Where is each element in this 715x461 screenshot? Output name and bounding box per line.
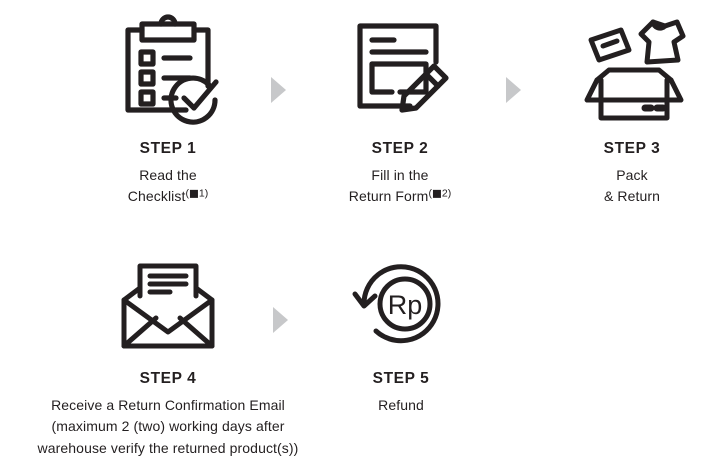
step-desc-line: Refund <box>378 397 424 414</box>
step-desc-line: Receive a Return Confirmation Email <box>51 397 285 414</box>
step-description: Pack & Return <box>604 165 660 208</box>
step-desc-line: Pack <box>616 167 648 184</box>
step-description: Read the Checklist(■1) <box>128 165 208 208</box>
step-title: STEP 4 <box>139 370 197 387</box>
clipboard-checklist-icon <box>116 6 220 126</box>
step-2: STEP 2 Fill in the Return Form(■2) <box>300 6 500 208</box>
step-desc-line: Fill in the <box>371 167 429 184</box>
step-desc-line: Read the <box>139 167 197 184</box>
step-1: STEP 1 Read the Checklist(■1) <box>68 6 268 208</box>
footnote-number: 2 <box>441 187 448 200</box>
arrow-step1-to-step2 <box>271 77 286 103</box>
footnote-marker: (■2) <box>428 187 452 200</box>
step-title: STEP 3 <box>603 140 661 157</box>
step-title: STEP 5 <box>372 370 430 387</box>
step-desc-line: (maximum 2 (two) working days after <box>51 418 285 435</box>
footnote-marker: (■1) <box>185 187 209 200</box>
footnote-number: 1 <box>198 187 205 200</box>
step-description: Refund <box>378 395 424 416</box>
open-envelope-letter-icon <box>118 236 218 356</box>
step-title: STEP 1 <box>139 140 197 157</box>
step-desc-line: Return Form(■2) <box>349 186 451 207</box>
step-desc-text: Return Form <box>348 188 429 205</box>
step-desc-line: warehouse verify the returned product(s)… <box>37 439 299 456</box>
step-desc-line: & Return <box>603 188 661 205</box>
footnote-box-glyph: ■ <box>188 187 199 200</box>
step-5: Rp STEP 5 Refund <box>301 236 501 416</box>
open-box-tshirt-icon <box>579 6 686 126</box>
footnote-box-glyph: ■ <box>431 187 442 200</box>
form-pencil-icon <box>348 6 452 126</box>
step-desc-line: Checklist(■1) <box>128 186 208 207</box>
step-3: STEP 3 Pack & Return <box>532 6 715 208</box>
step-4: STEP 4 Receive a Return Confirmation Ema… <box>18 236 318 459</box>
refund-rupiah-circular-arrow-icon: Rp <box>351 236 451 356</box>
step-title: STEP 2 <box>371 140 429 157</box>
step-description: Receive a Return Confirmation Email (max… <box>38 395 299 459</box>
svg-text:Rp: Rp <box>388 290 423 320</box>
step-description: Fill in the Return Form(■2) <box>349 165 451 208</box>
arrow-step4-to-step5 <box>273 307 288 333</box>
step-desc-text: Checklist <box>127 188 186 205</box>
arrow-step2-to-step3 <box>506 77 521 103</box>
